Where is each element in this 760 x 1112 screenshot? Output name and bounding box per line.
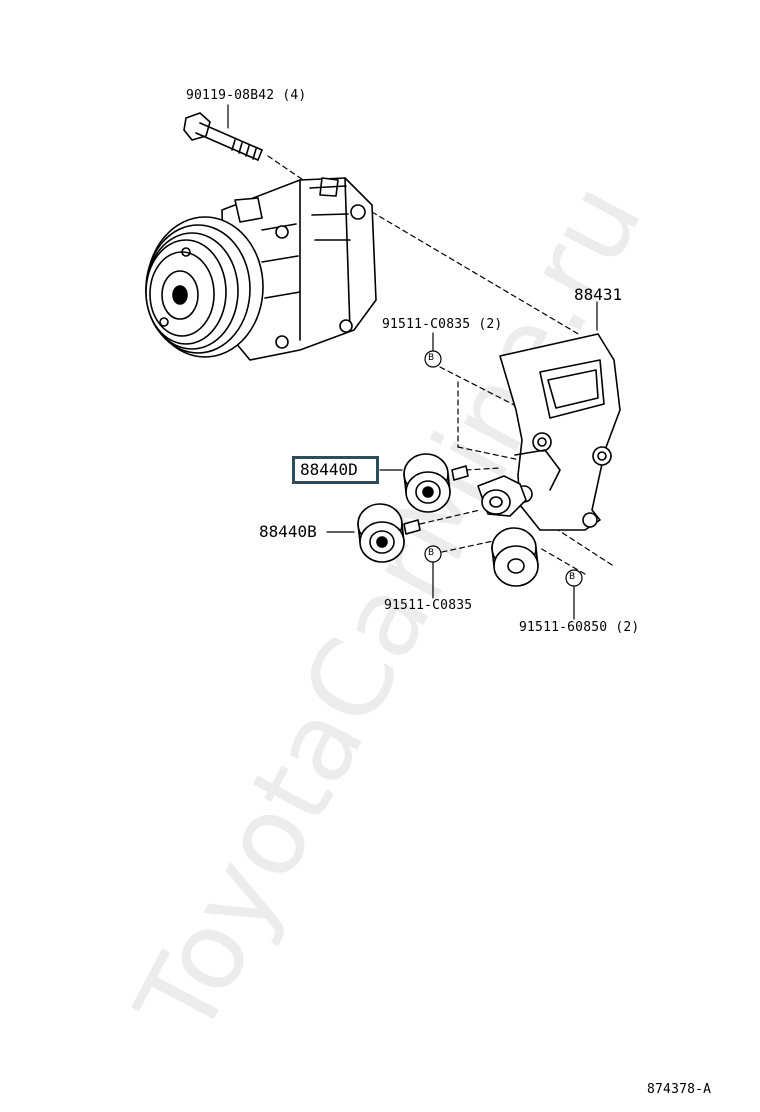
b-marker-label: B [428, 548, 435, 558]
idler-pulley-d-icon [403, 453, 469, 513]
compressor-icon [145, 177, 377, 361]
diagram-code: 874378-A [647, 1082, 712, 1097]
part-label-bolt: 90119-08B42 (4) [186, 88, 307, 103]
tensioner-icon [477, 475, 527, 517]
highlight-box [292, 456, 379, 484]
b-marker-label: B [428, 353, 435, 363]
part-label-bolt-upper: 91511-C0835 (2) [382, 317, 503, 332]
bolt-90119-icon [183, 112, 263, 161]
part-label-bracket: 88431 [574, 285, 623, 304]
b-markers [424, 350, 583, 587]
part-label-idler-b: 88440B [259, 522, 317, 541]
leader-lines [227, 104, 598, 620]
dashed-lines [267, 155, 613, 575]
idler-pulley-b-icon [357, 503, 421, 563]
part-label-idler-d: 88440D [300, 460, 358, 479]
part-label-bolt-right: 91511-60850 (2) [519, 620, 640, 635]
b-marker-label: B [569, 572, 576, 582]
lower-pulley-icon [491, 527, 539, 587]
part-label-bolt-lower: 91511-C0835 [384, 598, 473, 613]
